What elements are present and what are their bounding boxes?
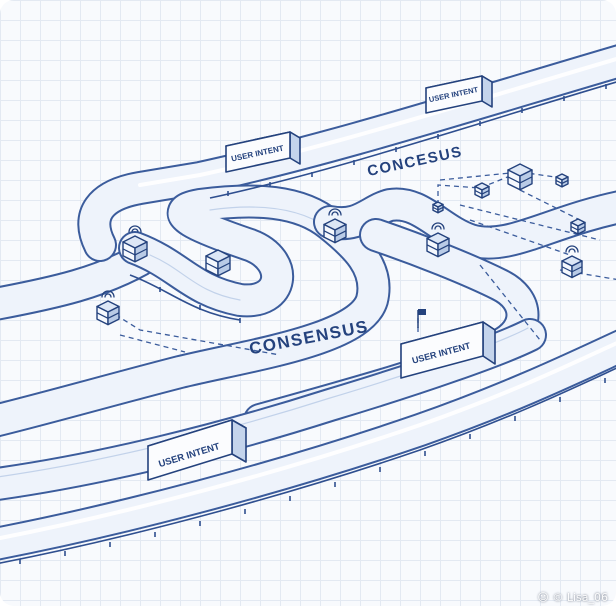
user-intent-container-right[interactable]: USER INTENT <box>400 321 496 379</box>
node-crate-icon <box>561 245 583 279</box>
node-crate-icon <box>122 225 148 263</box>
node-crate-icon <box>507 163 533 191</box>
node-crate-icon <box>474 182 490 199</box>
wifi-signal-icon <box>128 225 142 233</box>
connection-lines <box>107 171 616 356</box>
user-intent-container-top-right[interactable]: USER INTENT <box>425 75 493 114</box>
wifi-signal-icon <box>328 208 342 216</box>
rail-top <box>209 81 616 199</box>
track-bottom-highway <box>0 329 616 561</box>
node-crate-icon <box>570 218 586 235</box>
watermark: ☺ © Lisa_06 <box>537 591 608 604</box>
user-intent-container-top-left[interactable]: USER INTENT <box>225 131 301 173</box>
node-crate-icon <box>426 222 450 258</box>
wifi-signal-icon <box>565 245 579 253</box>
track-serpentine <box>0 184 391 438</box>
rail-bottom <box>0 367 616 564</box>
node-crate-icon <box>205 249 231 277</box>
node-crate-icon <box>555 173 569 188</box>
rail-serpentine <box>129 274 241 323</box>
node-crate-icon <box>96 290 120 326</box>
node-crates <box>96 163 586 326</box>
track-main-upper <box>0 243 157 321</box>
wifi-signal-icon <box>101 290 115 298</box>
flag-icon <box>417 309 426 328</box>
node-crate-icon <box>323 208 347 244</box>
node-crate-icon <box>432 201 444 214</box>
wifi-signal-icon <box>431 222 445 230</box>
